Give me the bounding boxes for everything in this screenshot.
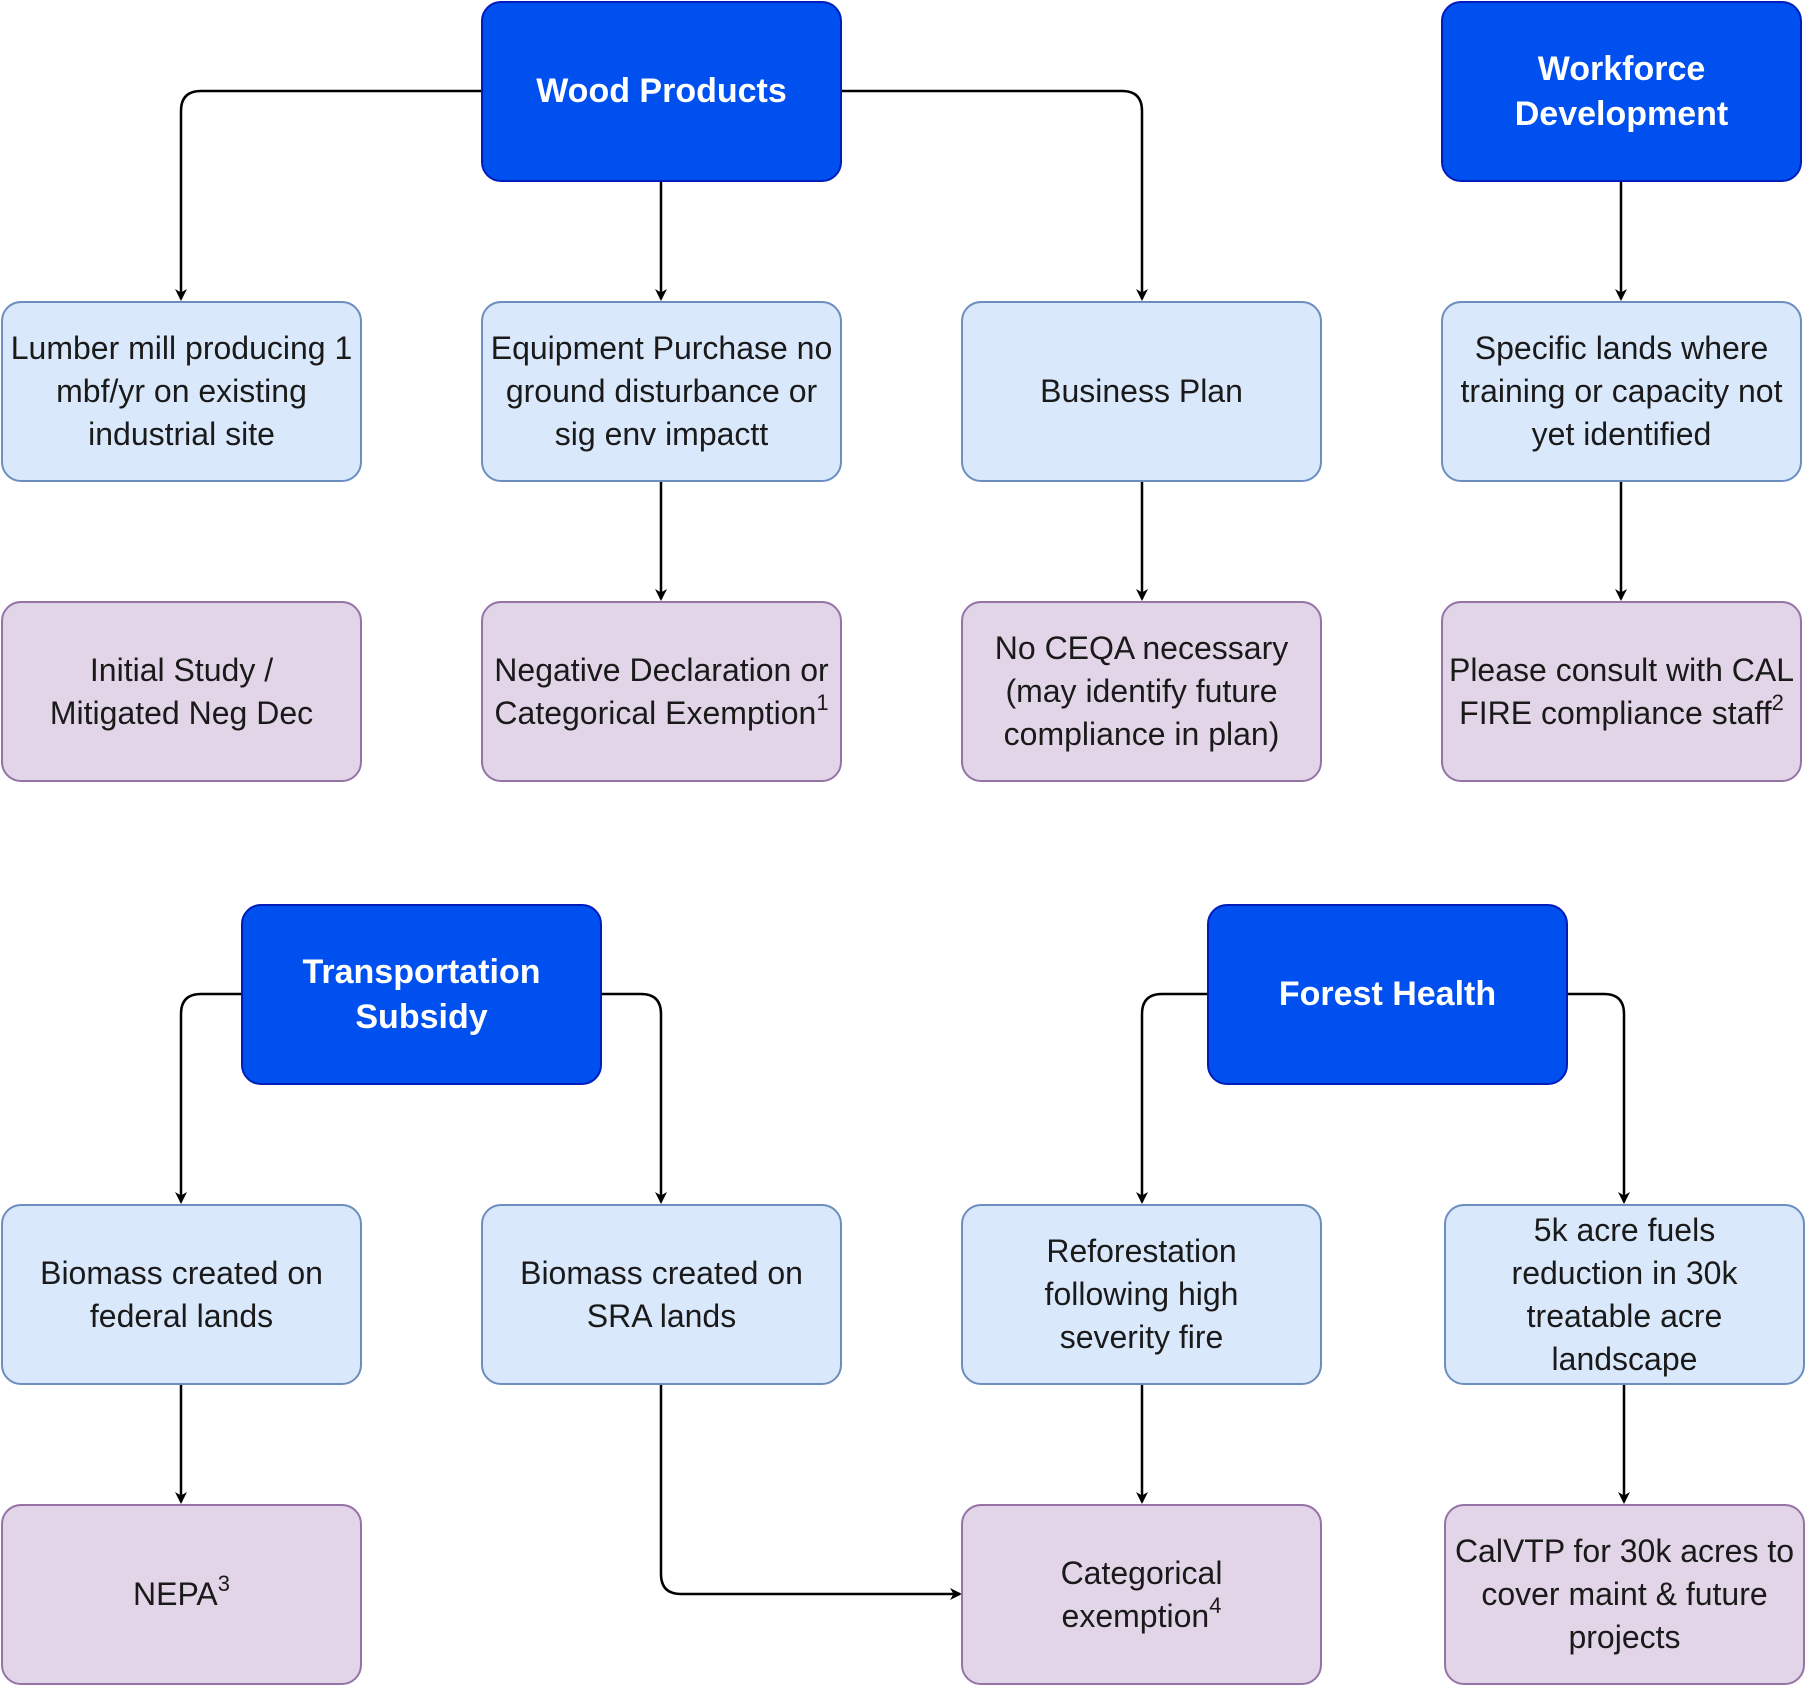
scenario-fuels-reduction: 5k acre fuels reduction in 30k treatable… (1444, 1204, 1805, 1385)
outcome-categorical-exemption: Categorical exemption4 (961, 1504, 1322, 1685)
scenario-reforestation: Reforestation following high severity fi… (961, 1204, 1322, 1385)
connector-forest-to-fuels-reduction (1568, 992, 1630, 1204)
outcome-negative-declaration-text: Negative Declaration or Categorical Exem… (494, 651, 829, 731)
footnote-marker: 1 (816, 689, 829, 715)
footnote-marker: 4 (1209, 1592, 1222, 1618)
scenario-specific-lands: Specific lands where training or capacit… (1441, 301, 1802, 482)
connector-transport-to-biomass-sra (602, 992, 667, 1204)
connector-transport-to-biomass-federal (175, 992, 241, 1204)
footnote-marker: 3 (217, 1571, 230, 1596)
category-forest-health: Forest Health (1207, 904, 1568, 1085)
category-workforce-development: Workforce Development (1441, 1, 1802, 182)
connector-wood-to-business-plan (842, 89, 1148, 301)
scenario-biomass-sra-lands: Biomass created on SRA lands (481, 1204, 842, 1385)
scenario-equipment-purchase: Equipment Purchase no ground disturbance… (481, 301, 842, 482)
footnote-marker: 2 (1771, 689, 1784, 715)
scenario-biomass-federal-lands: Biomass created on federal lands (1, 1204, 362, 1385)
outcome-no-ceqa: No CEQA necessary (may identify future c… (961, 601, 1322, 782)
connector-biomass-sra-to-categorical-exemption (659, 1385, 962, 1600)
outcome-nepa-text: NEPA (132, 1576, 218, 1612)
outcome-nepa: NEPA3 (1, 1504, 362, 1685)
outcome-negative-declaration: Negative Declaration or Categorical Exem… (481, 601, 842, 782)
outcome-consult-calfire-text: Please consult with CAL FIRE compliance … (1448, 651, 1795, 731)
connector-wood-to-lumber-mill (175, 89, 481, 301)
outcome-calvtp: CalVTP for 30k acres to cover maint & fu… (1444, 1504, 1805, 1685)
scenario-business-plan: Business Plan (961, 301, 1322, 482)
scenario-lumber-mill: Lumber mill producing 1 mbf/yr on existi… (1, 301, 362, 482)
category-transportation-subsidy: Transportation Subsidy (241, 904, 602, 1085)
outcome-consult-calfire: Please consult with CAL FIRE compliance … (1441, 601, 1802, 782)
connector-forest-to-reforestation (1136, 992, 1207, 1204)
outcome-initial-study: Initial Study / Mitigated Neg Dec (1, 601, 362, 782)
outcome-categorical-exemption-text: Categorical exemption (1060, 1554, 1223, 1634)
category-wood-products: Wood Products (481, 1, 842, 182)
